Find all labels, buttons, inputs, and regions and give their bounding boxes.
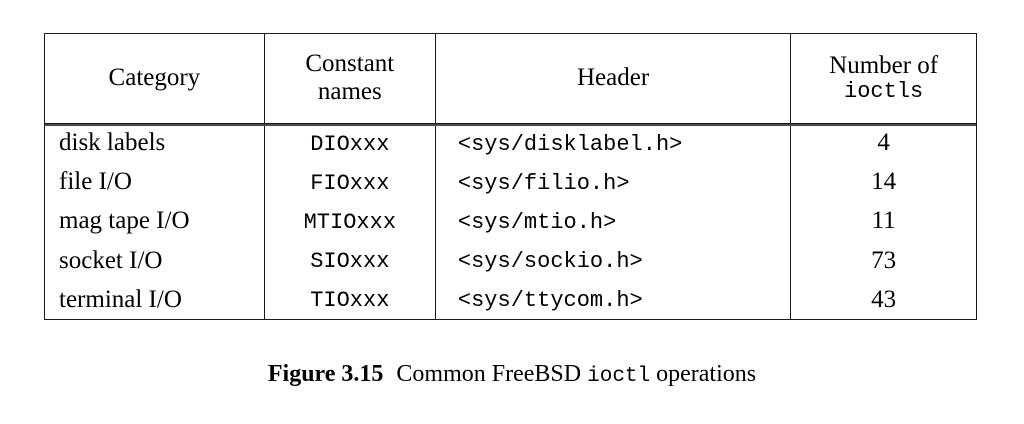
cell-category: file I/O (45, 162, 265, 202)
cell-constant-names: SIOxxx (264, 240, 436, 280)
cell-count: 43 (871, 285, 897, 313)
cell-count: 11 (871, 207, 896, 235)
cell-header: <sys/mtio.h> (435, 201, 792, 241)
table-header: Category Constant names Header Number of… (45, 34, 976, 124)
table-row: mag tape I/O MTIOxxx <sys/mtio.h> 11 (45, 201, 976, 241)
cell-header: <sys/filio.h> (435, 162, 792, 202)
figure-caption-text-after: operations (656, 361, 757, 387)
header-path-code: <sys/disklabel.h> (457, 131, 683, 157)
column-header-header: Header (435, 34, 792, 124)
ioctl-table: Category Constant names Header Number of… (45, 34, 976, 319)
table-row: disk labels DIOxxx <sys/disklabel.h> 4 (45, 123, 976, 163)
column-header-count: Number of ioctls (790, 34, 976, 124)
cell-header: <sys/disklabel.h> (435, 123, 792, 163)
constant-name-code: MTIOxxx (303, 209, 397, 235)
column-header-constant-names-label: Constant (305, 50, 395, 78)
table-row: socket I/O SIOxxx <sys/sockio.h> 73 (45, 240, 976, 280)
table-row: terminal I/O TIOxxx <sys/ttycom.h> 43 (45, 279, 976, 319)
constant-name-code: FIOxxx (310, 170, 390, 196)
cell-category: disk labels (45, 123, 265, 163)
figure-caption-label: Figure 3.15 (267, 361, 384, 387)
column-header-category: Category (45, 34, 265, 124)
figure-caption-code: ioctl (587, 365, 651, 388)
cell-header: <sys/sockio.h> (435, 240, 792, 280)
cell-constant-names: DIOxxx (264, 123, 436, 163)
ioctl-table-container: Category Constant names Header Number of… (44, 33, 977, 320)
header-path-code: <sys/filio.h> (457, 170, 630, 196)
column-header-constant-names: Constant names (264, 34, 436, 124)
column-header-constant-names-label-line2: names (317, 78, 382, 106)
cell-count: 4 (877, 129, 890, 157)
column-header-count-label: Number of (829, 51, 939, 79)
table-body: disk labels DIOxxx <sys/disklabel.h> 4 f… (45, 123, 976, 319)
header-path-code: <sys/ttycom.h> (457, 288, 643, 314)
figure-caption: Figure 3.15 Common FreeBSD ioctl operatio… (0, 360, 1024, 389)
cell-category: terminal I/O (45, 279, 265, 319)
figure-caption-text-before: Common FreeBSD (396, 361, 582, 387)
table-header-row: Category Constant names Header Number of… (45, 34, 976, 124)
cell-category: socket I/O (45, 240, 265, 280)
cell-count: 73 (871, 246, 897, 274)
cell-constant-names: MTIOxxx (264, 201, 436, 241)
constant-name-code: DIOxxx (310, 131, 390, 157)
cell-category: mag tape I/O (45, 201, 265, 241)
column-header-category-label: Category (108, 64, 201, 92)
constant-name-code: TIOxxx (310, 288, 390, 314)
header-path-code: <sys/sockio.h> (457, 249, 643, 275)
header-path-code: <sys/mtio.h> (457, 209, 617, 235)
column-header-count-label-line2: ioctls (844, 78, 924, 104)
cell-constant-names: FIOxxx (264, 162, 436, 202)
constant-name-code: SIOxxx (310, 249, 390, 275)
cell-count: 14 (871, 168, 897, 196)
column-header-header-label: Header (577, 64, 650, 92)
cell-header: <sys/ttycom.h> (435, 279, 792, 319)
table-row: file I/O FIOxxx <sys/filio.h> 14 (45, 162, 976, 202)
cell-constant-names: TIOxxx (264, 279, 436, 319)
